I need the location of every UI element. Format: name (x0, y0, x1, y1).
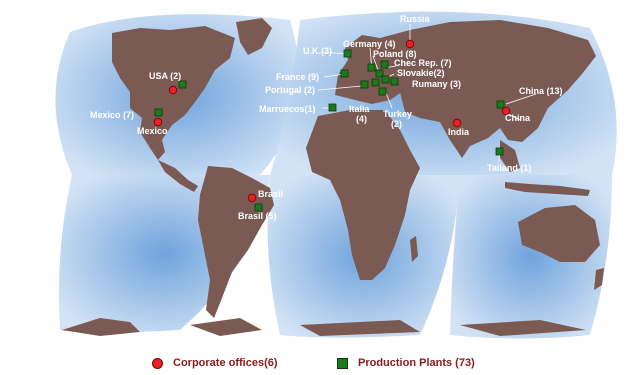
office-markers (153, 39, 511, 203)
leader-lines (317, 24, 537, 162)
map-labels: Russia U.K.(3) Germany (4) Poland (8) Ch… (90, 14, 563, 221)
legend-plants: Production Plants (73) (337, 357, 475, 369)
australia-land (518, 205, 600, 262)
plant-marker-italia (371, 78, 380, 87)
plant-marker-mexico (154, 108, 163, 117)
label-russia: Russia (400, 14, 431, 24)
plant-marker-usa (178, 80, 187, 89)
label-china-office: China (505, 113, 531, 123)
label-usa: USA (2) (149, 71, 181, 81)
plant-marker-poland (380, 60, 389, 69)
asia-land (380, 20, 596, 158)
label-mexico-plants: Mexico (7) (90, 110, 134, 120)
plant-marker-rumany (390, 77, 399, 86)
label-germany: Germany (4) (343, 39, 396, 49)
label-france: France (9) (276, 72, 319, 82)
map-legend: Corporate offices(6) Production Plants (… (0, 357, 632, 375)
label-marruecos: Marruecos(1) (259, 104, 316, 114)
plant-marker-brasil (254, 203, 263, 212)
plant-marker-germany (367, 63, 376, 72)
world-map: Russia U.K.(3) Germany (4) Poland (8) Ch… (55, 11, 617, 339)
greenland-land (236, 18, 272, 55)
plant-marker-uk (343, 49, 352, 58)
label-brasil-office: Brasil (258, 189, 283, 199)
office-marker-russia (405, 39, 415, 49)
label-brasil-plants: Brasil (5) (238, 211, 277, 221)
label-portugal: Portugal (2) (265, 85, 315, 95)
label-turkey-count: (2) (391, 119, 402, 129)
antarctica-strip (62, 318, 586, 336)
label-rumany: Rumany (3) (412, 79, 461, 89)
indonesia-land (505, 182, 590, 196)
label-uk: U.K.(3) (303, 46, 332, 56)
office-marker-china (501, 106, 511, 116)
label-turkey: Turkey (383, 109, 412, 119)
label-china-plants: China (13) (519, 86, 563, 96)
office-marker-brasil (247, 193, 257, 203)
madagascar-land (410, 236, 418, 262)
plant-marker-turkey (378, 87, 387, 96)
label-poland: Poland (8) (373, 49, 417, 59)
legend-plants-label: Production Plants (73) (358, 357, 475, 369)
legend-offices-label: Corporate offices(6) (173, 357, 278, 369)
label-italia-count: (4) (356, 114, 367, 124)
office-marker-mexico (153, 117, 163, 127)
label-italia: Italia (349, 104, 371, 114)
africa-land (306, 110, 420, 280)
plant-marker-tailand (495, 147, 504, 156)
plant-marker-portugal (360, 80, 369, 89)
red-circle-icon (152, 357, 163, 369)
plant-marker-france (340, 69, 349, 78)
green-square-icon (337, 357, 348, 369)
office-marker-india (452, 118, 462, 128)
label-tailand: Tailand (1) (487, 163, 531, 173)
label-slovakie: Slovakie(2) (397, 68, 445, 78)
new-zealand-land (594, 268, 604, 290)
southeast-asia-land (500, 140, 520, 172)
label-india: India (448, 127, 470, 137)
plant-marker-china (496, 100, 505, 109)
plant-marker-marruecos (328, 103, 337, 112)
plant-marker-chec (375, 69, 384, 78)
legend-offices: Corporate offices(6) (152, 357, 278, 369)
office-marker-usa (168, 85, 178, 95)
central-america-land (158, 160, 198, 192)
plant-marker-slovakie (381, 75, 390, 84)
plant-markers (154, 49, 505, 212)
label-chec: Chec Rep. (7) (394, 58, 452, 68)
label-mexico-office: Mexico (137, 126, 168, 136)
